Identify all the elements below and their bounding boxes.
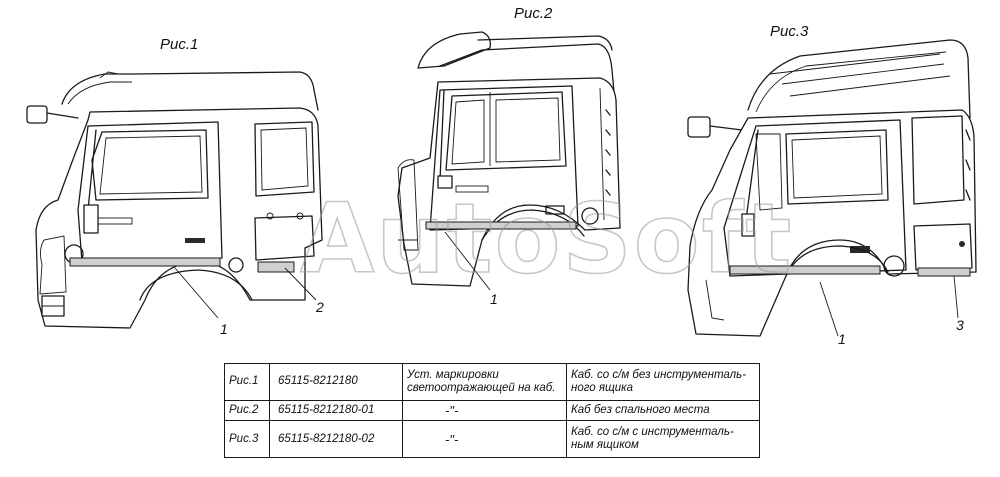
table-row: Рис.1 65115-8212180 Уст. маркировки свет… <box>224 363 760 401</box>
mirror-icon <box>687 116 711 138</box>
cab-body <box>687 109 977 337</box>
watermark-logo: AutoSoft <box>300 183 793 295</box>
cell-part-number: 65115-8212180-02 <box>269 420 403 458</box>
cell-figure: Рис.1 <box>224 363 270 401</box>
cell-name: Уст. маркировки светоотражающей на каб. <box>402 363 567 401</box>
cell-note: Каб. со с/м без инструменталь-ного ящика <box>566 363 760 401</box>
cell-name: -"- <box>402 399 567 422</box>
cell-figure: Рис.3 <box>224 420 270 458</box>
figure-2-callout-1: 1 <box>490 291 498 307</box>
table-row: Рис.2 65115-8212180-01 -"- Каб без спаль… <box>224 399 760 422</box>
cell-figure: Рис.2 <box>224 399 270 422</box>
tool-box <box>913 223 973 271</box>
figure-1-label: Рис.1 <box>160 36 198 53</box>
parts-table: Рис.1 65115-8212180 Уст. маркировки свет… <box>224 363 760 458</box>
table-row: Рис.3 65115-8212180-02 -"- Каб. со с/м с… <box>224 420 760 458</box>
figure-3-cab <box>687 39 977 337</box>
figure-1-callout-1: 1 <box>220 321 228 337</box>
figure-2-label: Рис.2 <box>514 5 553 22</box>
roof-spoiler <box>61 71 319 111</box>
figure-1-cab <box>26 71 323 329</box>
figure-3-callout-3: 3 <box>956 317 964 333</box>
reflective-strip <box>69 257 221 267</box>
mirror-icon <box>26 105 48 124</box>
reflective-strip <box>729 265 881 275</box>
figure-2-cab <box>397 31 621 291</box>
cell-name: -"- <box>402 420 567 458</box>
figure-3-callout-1: 1 <box>838 331 846 347</box>
cell-note: Каб без спального места <box>566 399 760 422</box>
figure-1-callout-2: 2 <box>315 299 324 315</box>
cell-part-number: 65115-8212180-01 <box>269 399 403 422</box>
cell-part-number: 65115-8212180 <box>269 363 403 401</box>
figure-3-label: Рис.3 <box>770 23 809 40</box>
reflective-strip <box>425 221 577 230</box>
cell-note: Каб. со с/м с инструменталь-ным ящиком <box>566 420 760 458</box>
reflective-strip-toolbox <box>917 267 971 277</box>
